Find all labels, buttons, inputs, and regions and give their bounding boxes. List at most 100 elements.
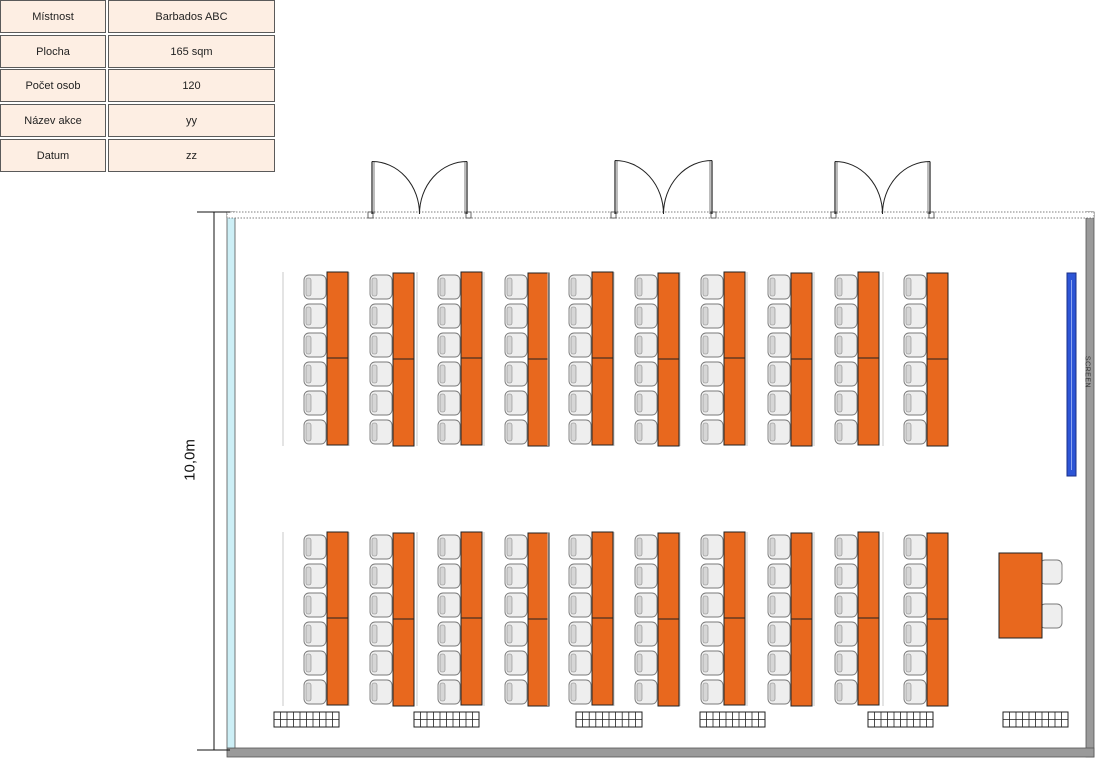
table bbox=[857, 271, 880, 359]
chair bbox=[700, 390, 724, 416]
dimension-label: 10,0m bbox=[181, 439, 199, 481]
chair bbox=[303, 563, 327, 589]
table bbox=[926, 272, 949, 360]
chair bbox=[369, 621, 393, 647]
table bbox=[790, 358, 813, 447]
chair bbox=[369, 534, 393, 560]
chair bbox=[634, 274, 658, 300]
chair bbox=[834, 563, 858, 589]
bottom-wall bbox=[226, 747, 1095, 758]
table bbox=[723, 357, 746, 446]
radiator bbox=[867, 711, 934, 728]
chair bbox=[437, 274, 461, 300]
chair bbox=[568, 361, 592, 387]
double-door bbox=[610, 160, 717, 219]
chair bbox=[903, 650, 927, 676]
table bbox=[591, 271, 614, 359]
chair bbox=[700, 650, 724, 676]
chair bbox=[834, 621, 858, 647]
chair bbox=[903, 592, 927, 618]
chair bbox=[634, 679, 658, 705]
chair bbox=[834, 650, 858, 676]
chair bbox=[700, 534, 724, 560]
chair bbox=[303, 303, 327, 329]
chair bbox=[700, 361, 724, 387]
chair bbox=[634, 621, 658, 647]
chair bbox=[834, 419, 858, 445]
chair bbox=[504, 679, 528, 705]
table bbox=[657, 358, 680, 447]
chair bbox=[700, 303, 724, 329]
table-row-unit bbox=[813, 531, 880, 706]
chair bbox=[834, 361, 858, 387]
chair bbox=[903, 274, 927, 300]
chair bbox=[303, 419, 327, 445]
chair bbox=[504, 361, 528, 387]
top-wall bbox=[226, 211, 1095, 219]
chair bbox=[634, 390, 658, 416]
chair bbox=[504, 390, 528, 416]
info-label: Počet osob bbox=[0, 69, 106, 102]
chair bbox=[634, 650, 658, 676]
chair bbox=[504, 592, 528, 618]
chair bbox=[634, 592, 658, 618]
chair bbox=[903, 332, 927, 358]
table bbox=[392, 272, 415, 360]
chair bbox=[369, 419, 393, 445]
table-row-unit bbox=[416, 271, 483, 446]
chair bbox=[903, 419, 927, 445]
chair bbox=[504, 274, 528, 300]
chair bbox=[437, 563, 461, 589]
chair bbox=[504, 419, 528, 445]
table bbox=[657, 618, 680, 707]
table-row-unit bbox=[282, 271, 349, 446]
table-row-unit bbox=[348, 272, 415, 447]
chair bbox=[568, 592, 592, 618]
chair bbox=[700, 332, 724, 358]
chair bbox=[303, 679, 327, 705]
double-door bbox=[367, 161, 472, 219]
table bbox=[998, 552, 1043, 639]
radiators bbox=[273, 711, 1069, 728]
chair bbox=[568, 563, 592, 589]
table bbox=[326, 617, 349, 706]
chair bbox=[437, 592, 461, 618]
info-label: Plocha bbox=[0, 35, 106, 68]
chair bbox=[767, 274, 791, 300]
chair bbox=[369, 563, 393, 589]
chair bbox=[369, 592, 393, 618]
chair bbox=[767, 679, 791, 705]
chair bbox=[369, 274, 393, 300]
table bbox=[857, 617, 880, 706]
chair bbox=[834, 303, 858, 329]
chair bbox=[767, 303, 791, 329]
table-row-unit bbox=[348, 532, 415, 707]
chair bbox=[437, 534, 461, 560]
chair bbox=[369, 390, 393, 416]
chair bbox=[903, 534, 927, 560]
table bbox=[926, 532, 949, 620]
chair bbox=[504, 303, 528, 329]
chair bbox=[437, 621, 461, 647]
table-row-unit bbox=[882, 272, 949, 447]
chair bbox=[700, 679, 724, 705]
chair bbox=[437, 303, 461, 329]
chair bbox=[437, 332, 461, 358]
chair bbox=[834, 390, 858, 416]
chair bbox=[369, 650, 393, 676]
table bbox=[460, 531, 483, 619]
chair bbox=[903, 361, 927, 387]
seating-layout bbox=[282, 271, 1063, 707]
chair bbox=[369, 679, 393, 705]
screen-label: SCREEN bbox=[1083, 355, 1091, 389]
chair bbox=[634, 361, 658, 387]
chair bbox=[903, 679, 927, 705]
chair bbox=[437, 650, 461, 676]
table bbox=[326, 271, 349, 359]
chair bbox=[568, 621, 592, 647]
table bbox=[723, 271, 746, 359]
chair bbox=[700, 621, 724, 647]
table bbox=[926, 358, 949, 447]
info-value: yy bbox=[108, 104, 275, 137]
table bbox=[326, 357, 349, 446]
